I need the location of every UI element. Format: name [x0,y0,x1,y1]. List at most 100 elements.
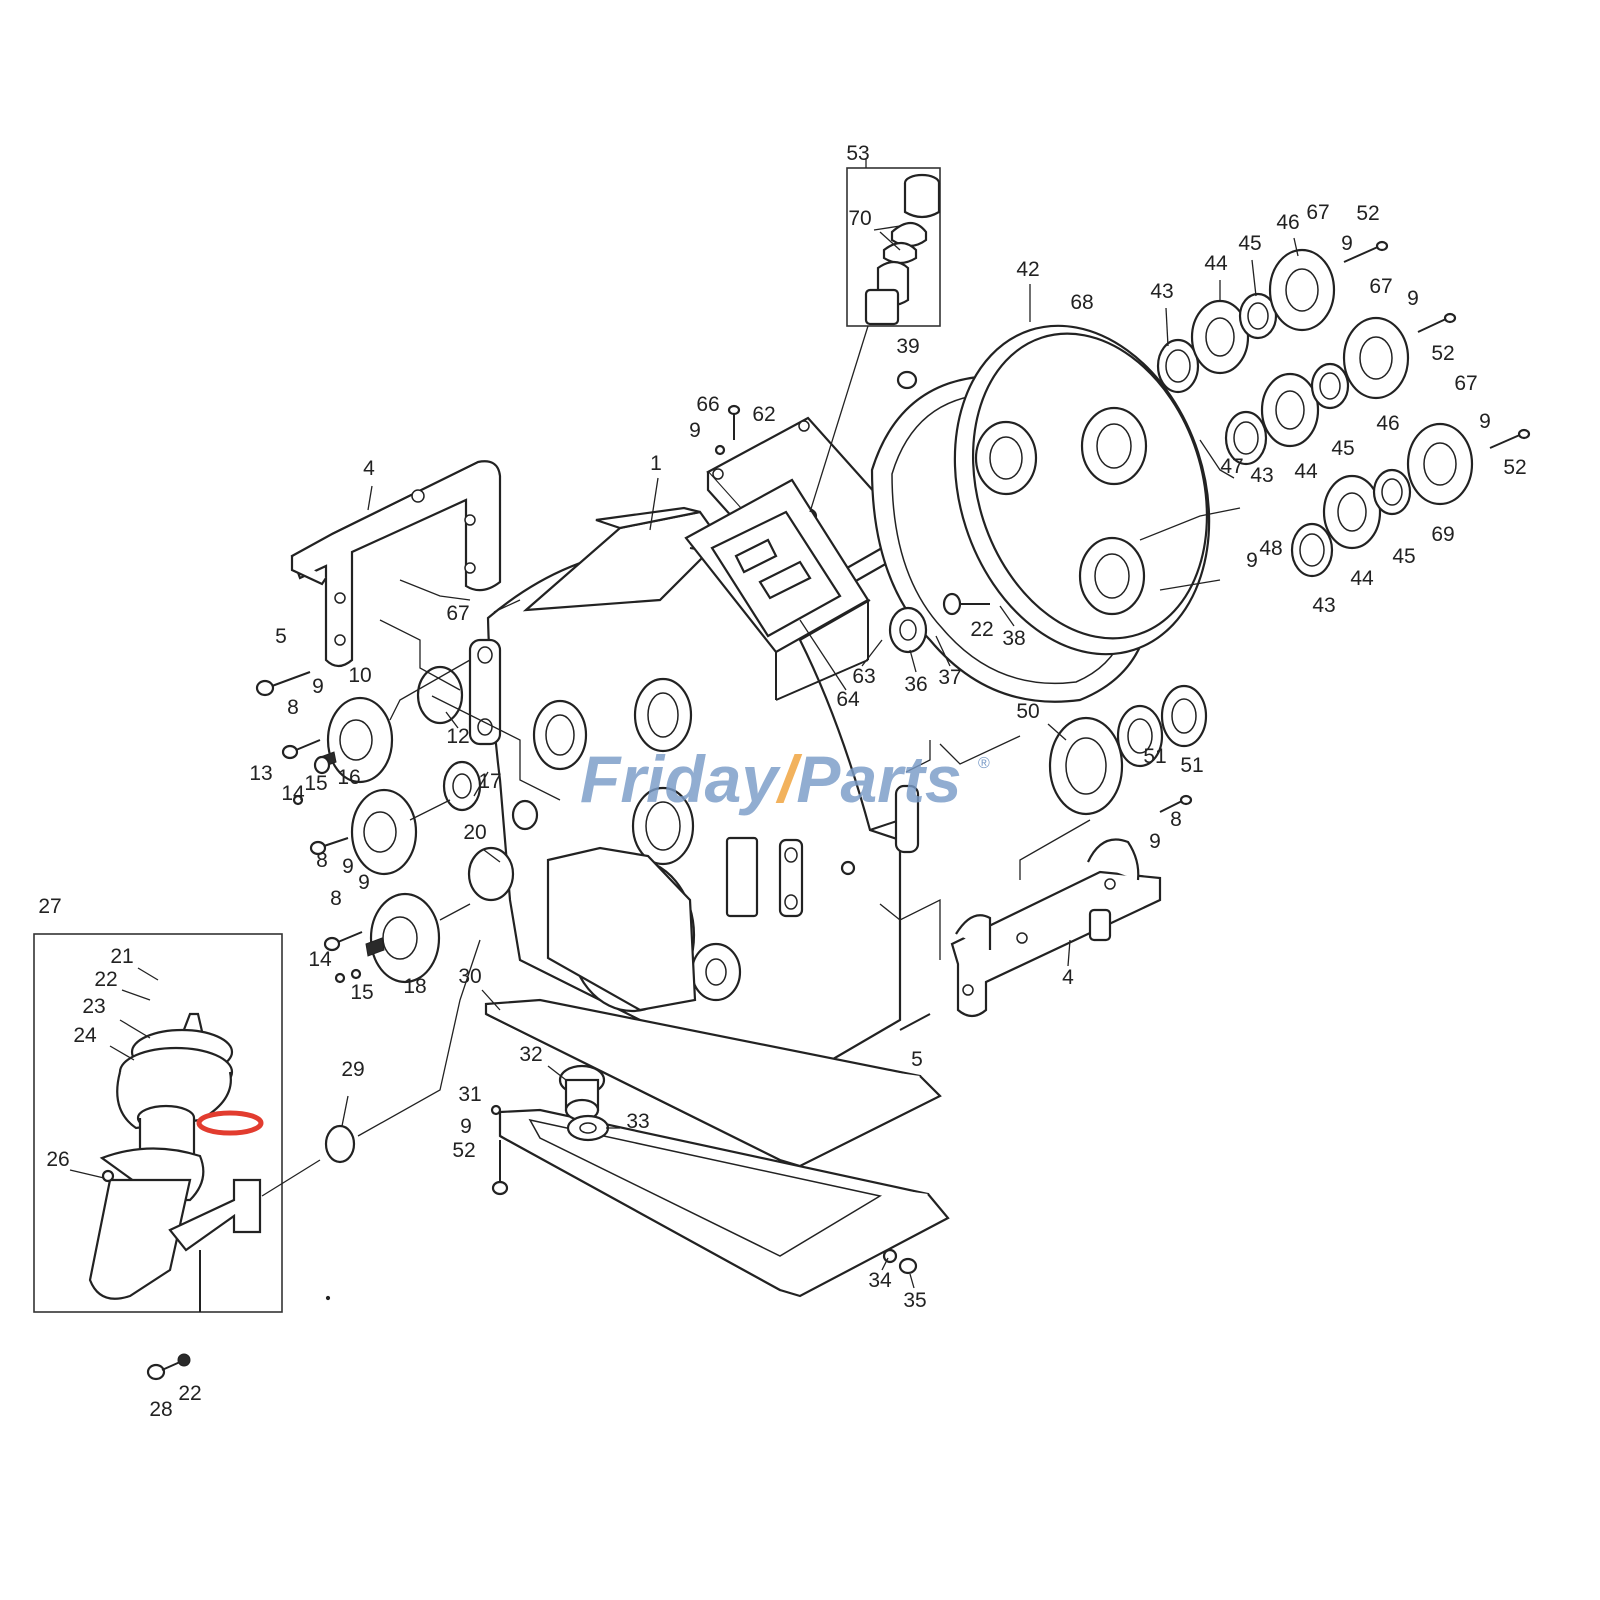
bearing-stack-lower [1290,422,1474,578]
callout-c22a: 22 [970,618,993,641]
watermark-part2: Parts [796,742,961,816]
callout-c44c: 44 [1350,567,1374,590]
callout-c33: 33 [626,1110,649,1133]
callout-c43b: 43 [1250,464,1273,487]
callout-c20: 20 [463,821,486,844]
callout-c8b: 8 [1170,808,1182,831]
callout-c66: 66 [696,393,719,416]
callout-c9a: 9 [1341,232,1353,255]
callout-c5a: 5 [275,625,287,648]
side-cover-16 [350,788,418,876]
callout-c68: 68 [1070,291,1093,314]
callout-c31: 31 [458,1083,481,1106]
callout-c34: 34 [868,1269,892,1292]
bolt-8a [281,739,321,760]
callout-c22b: 22 [94,968,117,991]
filler-assembly-27 [88,1012,262,1312]
callout-c42: 42 [1016,258,1039,281]
side-cover-18 [365,892,441,984]
bolt-13 [313,755,331,775]
callout-c12: 12 [446,725,469,748]
watermark-part1: Friday [580,742,781,816]
callout-c37: 37 [938,666,961,689]
callout-c38: 38 [1002,627,1025,650]
callout-c44a: 44 [1204,252,1228,275]
callout-c67b: 67 [1369,275,1392,298]
seal-17 [442,760,482,812]
callout-c13: 13 [249,762,272,785]
mounting-bracket-4-upper [290,460,502,668]
callout-c26: 26 [46,1148,69,1171]
watermark-logo: Friday/Parts [580,742,962,816]
bolt-52a [1343,240,1389,263]
callout-c44b: 44 [1294,460,1318,483]
drain-plug-32 [558,1064,606,1122]
callout-c45a: 45 [1238,232,1261,255]
fasteners [146,240,1531,1381]
bolt-52d [491,1140,509,1196]
callout-c9g: 9 [1149,830,1161,853]
callout-c14b: 14 [308,948,332,971]
callout-c24: 24 [73,1024,97,1047]
callout-c63: 63 [852,665,875,688]
callout-c67a: 67 [1306,201,1329,224]
callout-c27: 27 [38,895,61,918]
callout-c62: 62 [752,403,775,426]
callout-c17: 17 [478,770,501,793]
callout-c53: 53 [846,142,869,165]
callout-c4b: 4 [1062,966,1074,989]
callout-c52d: 52 [452,1139,475,1162]
callout-c45c: 45 [1392,545,1415,568]
bolt-52c [1489,428,1531,449]
callout-c22c: 22 [178,1382,201,1405]
callout-c39: 39 [896,335,919,358]
callout-c9f: 9 [312,675,324,698]
oring-20 [467,846,515,902]
callout-c64: 64 [836,688,860,711]
callout-c43a: 43 [1150,280,1173,303]
callout-c48: 48 [1259,537,1282,560]
coupling-36 [888,606,928,654]
seal-51b [1160,684,1208,748]
callout-c43c: 43 [1312,594,1335,617]
washer-33 [566,1114,610,1142]
callout-c69: 69 [1431,523,1454,546]
callout-c18: 18 [403,975,426,998]
callout-c52b: 52 [1431,342,1454,365]
cover-12 [416,665,464,725]
breather-assembly-70 [864,173,941,326]
callout-c52a: 52 [1356,202,1379,225]
callout-c16: 16 [337,766,360,789]
callout-c46b: 46 [1376,412,1399,435]
callout-c67c: 67 [1454,372,1477,395]
callout-c28: 28 [149,1398,172,1421]
bolt-8b [309,837,349,856]
callout-c32: 32 [519,1043,542,1066]
bolt-34 [882,1248,898,1264]
callout-c29: 29 [341,1058,364,1081]
bolt-52b [1417,312,1457,333]
callout-c35: 35 [903,1289,926,1312]
bolt-8d [1159,794,1193,813]
end-cover-42 [896,324,1211,656]
callout-c9h: 9 [342,855,354,878]
callout-c5b: 5 [911,1048,923,1071]
mounting-bracket-4-lower [950,838,1162,1018]
callout-c15b: 15 [350,981,373,1004]
callout-c9e: 9 [1246,549,1258,572]
callout-c21: 21 [110,945,133,968]
callout-c23: 23 [82,995,105,1018]
gearbox-housing-1 [468,506,920,1092]
callout-c1: 1 [650,452,662,475]
washer-22c [177,1353,191,1367]
callout-c52c: 52 [1503,456,1526,479]
callout-c14a: 14 [281,782,305,805]
callout-c70: 70 [848,207,871,230]
bolt-5-left [255,671,311,697]
seal-51a [1116,704,1164,768]
callout-c51b: 51 [1143,745,1166,768]
callout-c8d: 8 [330,887,342,910]
side-cover-10 [317,696,394,784]
highlight-ring [196,1110,264,1136]
callout-c45b: 45 [1331,437,1354,460]
